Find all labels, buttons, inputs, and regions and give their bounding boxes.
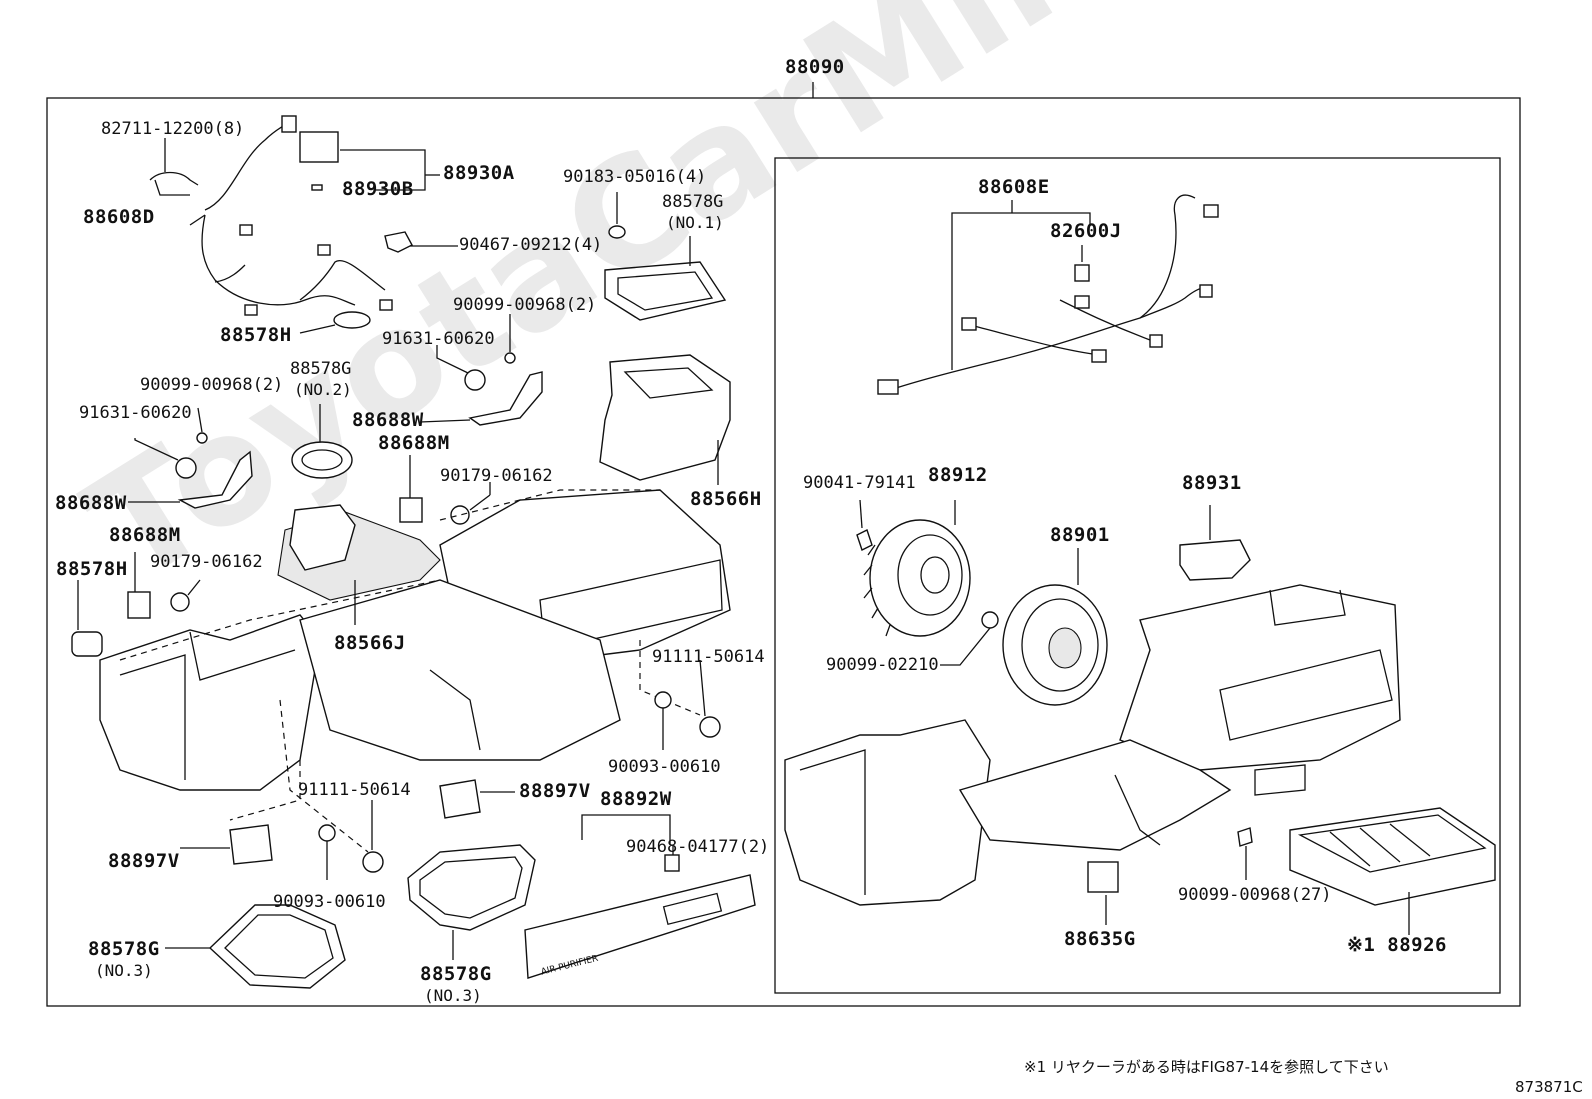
- part-88688w-left: [177, 450, 253, 509]
- label-88688w-right: 88688W: [352, 409, 424, 431]
- part-88901-motor: [1002, 584, 1108, 706]
- part-88926-filter: [1289, 807, 1496, 906]
- label-91111-right: 91111-50614: [652, 647, 765, 667]
- bolt-b-2: [464, 369, 486, 391]
- part-88688m-upper: [399, 497, 423, 523]
- label-90179-upper: 90179-06162: [440, 466, 553, 486]
- label-91631-left: 91631-60620: [79, 403, 192, 423]
- label-88635g: 88635G: [1064, 928, 1136, 950]
- part-88930b: [299, 131, 339, 163]
- label-88566j: 88566J: [334, 632, 406, 654]
- part-88897v-lower: [229, 824, 273, 865]
- part-88566h: [599, 354, 731, 481]
- label-90093-right: 90093-00610: [608, 757, 721, 777]
- part-88897v-upper: [439, 779, 481, 819]
- part-88688m-lower: [127, 591, 151, 619]
- label-88566h: 88566H: [690, 488, 762, 510]
- part-82600j: [1074, 264, 1090, 282]
- label-88897v-upper: 88897V: [519, 780, 591, 802]
- label-90093-left: 90093-00610: [273, 892, 386, 912]
- wire-harness-88608d: [149, 115, 393, 316]
- label-88578g-no3-left-note: (NO.3): [95, 961, 153, 980]
- part-90099-02210: [981, 611, 999, 629]
- label-88926: ※1 88926: [1347, 934, 1447, 956]
- label-88578g-no2: 88578G: [290, 359, 352, 379]
- heater-unit-assembly: [99, 489, 731, 853]
- label-90099-upper: 90099-00968(2): [453, 295, 597, 315]
- label-88578h-lower: 88578H: [56, 558, 128, 580]
- blower-subframe: [774, 157, 1501, 994]
- figure-code: 873871C: [1515, 1078, 1583, 1096]
- part-88578h-upper: [333, 311, 371, 329]
- label-88578g-no3-mid: 88578G: [420, 963, 492, 985]
- label-88912: 88912: [928, 464, 988, 486]
- footnote: ※1 リヤクーラがある時はFIG87-14を参照して下さい: [1024, 1058, 1389, 1076]
- label-88578g-no3-mid-note: (NO.3): [424, 986, 482, 1005]
- label-88688m-upper: 88688M: [378, 432, 450, 454]
- label-88688m-lower: 88688M: [109, 524, 181, 546]
- label-90099-00968-27: 90099-00968(27): [1178, 885, 1332, 905]
- part-88635g: [1087, 861, 1119, 893]
- label-88892w: 88892W: [600, 788, 672, 810]
- label-88578g-no3-left: 88578G: [88, 938, 160, 960]
- label-91111-left: 91111-50614: [298, 780, 411, 800]
- label-88608d: 88608D: [83, 206, 155, 228]
- part-88578g-no3-left: [208, 904, 346, 989]
- label-90467: 90467-09212(4): [459, 235, 603, 255]
- wire-harness-88608e: [877, 194, 1219, 395]
- label-88608e: 88608E: [978, 176, 1050, 198]
- part-90467: [384, 231, 413, 253]
- label-88578g-no2-note: (NO.2): [294, 380, 352, 399]
- part-88912-fan: [863, 519, 971, 637]
- label-90179-lower: 90179-06162: [150, 552, 263, 572]
- label-90468: 90468-04177(2): [626, 837, 770, 857]
- label-88897v-lower: 88897V: [108, 850, 180, 872]
- label-88901: 88901: [1050, 524, 1110, 546]
- label-90183: 90183-05016(4): [563, 167, 707, 187]
- label-88578g-no1: 88578G: [662, 192, 724, 212]
- label-88930a: 88930A: [443, 162, 515, 184]
- part-88578g-no2: [291, 441, 353, 479]
- part-88892w-panel: [524, 874, 756, 979]
- label-88578g-no1-note: (NO.1): [666, 213, 724, 232]
- bolt-b-4: [362, 851, 384, 873]
- assembly-frame: [46, 97, 1521, 1007]
- label-88930b: 88930B: [342, 178, 414, 200]
- label-90041: 90041-79141: [803, 473, 916, 493]
- part-90041: [856, 529, 873, 551]
- part-90183: [608, 225, 626, 239]
- label-82711: 82711-12200(8): [101, 119, 245, 139]
- label-90099-left: 90099-00968(2): [140, 375, 284, 395]
- label-91631-upper: 91631-60620: [382, 329, 495, 349]
- part-88578h-lower: [71, 631, 103, 657]
- blower-housing-assembly: [784, 584, 1401, 906]
- label-88578h-upper: 88578H: [220, 324, 292, 346]
- label-90099-02210: 90099-02210: [826, 655, 939, 675]
- label-88688w-left: 88688W: [55, 492, 127, 514]
- part-88931: [1179, 539, 1251, 581]
- assembly-number: 88090: [785, 56, 845, 78]
- label-88931: 88931: [1182, 472, 1242, 494]
- bolt-b-1: [175, 457, 197, 479]
- label-82600j: 82600J: [1050, 220, 1122, 242]
- part-88688w-right: [468, 371, 543, 426]
- bolt-b-3: [699, 716, 721, 738]
